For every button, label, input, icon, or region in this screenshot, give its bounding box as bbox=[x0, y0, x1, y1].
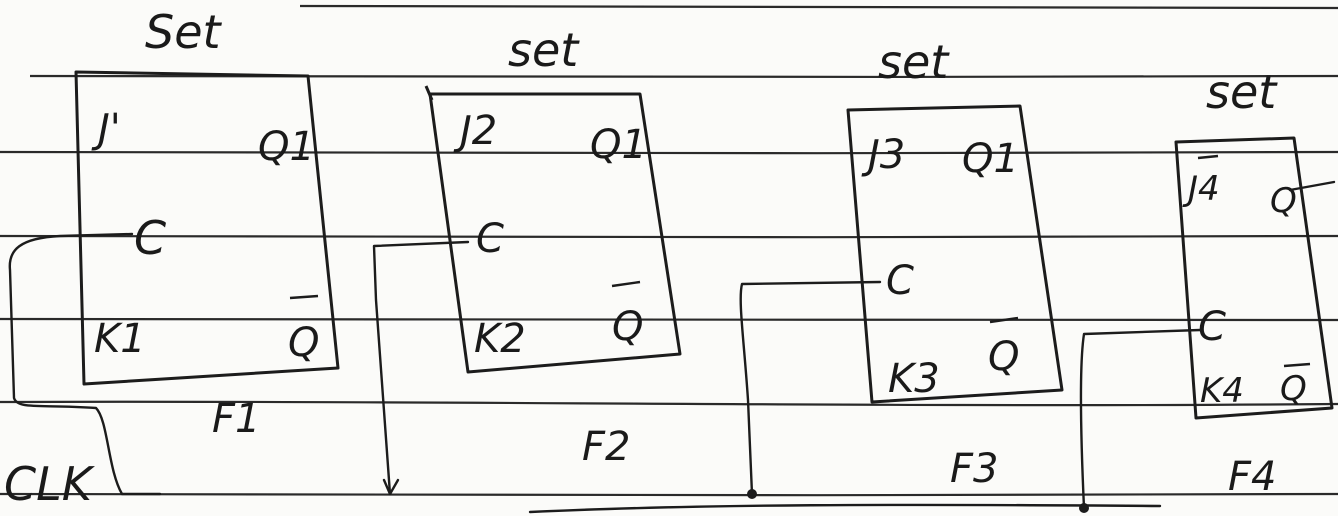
ruled-lines bbox=[0, 4, 1338, 497]
ff4-q-label: Q bbox=[1270, 181, 1297, 221]
ff2-qbar-label: Q bbox=[612, 304, 643, 350]
ff3-q-label: Q1 bbox=[962, 136, 1019, 182]
ruled-line bbox=[0, 317, 1338, 322]
ff4-j-label: J4 bbox=[1182, 169, 1220, 209]
bottom-bus-wire bbox=[528, 503, 1162, 514]
ff4-j-overline bbox=[1197, 154, 1219, 160]
ff3-qbar-overline bbox=[989, 316, 1019, 324]
ruled-line bbox=[299, 4, 1338, 10]
ff3-name-label: F3 bbox=[950, 446, 998, 492]
ff3-set-label: set bbox=[878, 35, 950, 89]
ff4-k-label: K4 bbox=[1200, 371, 1244, 411]
ff2-clock-wire bbox=[372, 240, 470, 496]
clk-to-ff1-wire bbox=[8, 232, 162, 496]
flipflop-4: set J4 Q C K4 Q F4 bbox=[1174, 65, 1336, 500]
ff2-set-label: set bbox=[508, 23, 580, 77]
ff2-name-label: F2 bbox=[582, 424, 630, 470]
flipflop-3: set J3 Q1 C K3 Q F3 bbox=[846, 35, 1064, 492]
ff3-j-label: J3 bbox=[861, 132, 905, 178]
ff2-c-label: C bbox=[476, 216, 504, 262]
ff4-qbar-label: Q bbox=[1280, 369, 1307, 409]
ff1-box bbox=[74, 70, 340, 386]
ff2-corner-tick bbox=[424, 85, 434, 101]
ff1-k-label: K1 bbox=[94, 316, 146, 362]
ff2-clock-arrow-icon bbox=[382, 478, 400, 496]
ruled-line bbox=[0, 492, 1338, 497]
ff3-box bbox=[846, 104, 1064, 404]
ff1-j-label: J' bbox=[91, 106, 121, 152]
ff3-clock-wire bbox=[739, 280, 882, 496]
ff2-k-label: K2 bbox=[474, 316, 526, 362]
ff4-clock-wire bbox=[1079, 328, 1202, 510]
ruled-line bbox=[0, 150, 1338, 155]
ff3-qbar-label: Q bbox=[988, 334, 1019, 380]
ff1-c-label: C bbox=[134, 211, 166, 265]
ff4-name-label: F4 bbox=[1228, 454, 1276, 500]
clock-wiring bbox=[8, 232, 1202, 514]
ff1-name-label: F1 bbox=[212, 396, 260, 442]
ff2-j-label: J2 bbox=[453, 108, 497, 154]
ff4-q-output-wire bbox=[1288, 180, 1336, 192]
ff4-box bbox=[1174, 136, 1334, 420]
ff4-set-label: set bbox=[1206, 65, 1278, 119]
ff3-c-label: C bbox=[886, 258, 914, 304]
ff1-qbar-label: Q bbox=[288, 320, 319, 366]
ff1-qbar-overline bbox=[289, 294, 319, 300]
ruled-line bbox=[0, 234, 1338, 239]
ff3-k-label: K3 bbox=[888, 356, 940, 402]
ff1-set-label: Set bbox=[145, 5, 223, 59]
flipflop-1: Set J' Q1 C K1 Q F1 bbox=[74, 5, 340, 442]
ff1-q-label: Q1 bbox=[258, 124, 315, 170]
ff2-box bbox=[428, 92, 682, 374]
flipflop-2: set J2 Q1 C K2 Q F2 bbox=[424, 23, 682, 470]
ff4-qbar-overline bbox=[1283, 362, 1311, 368]
ff4-c-label: C bbox=[1198, 304, 1226, 350]
ff3-junction-dot bbox=[747, 489, 757, 499]
ff2-q-label: Q1 bbox=[590, 122, 647, 168]
ruled-line bbox=[0, 400, 1338, 407]
clock-label: CLK bbox=[4, 457, 96, 511]
ff2-qbar-overline bbox=[611, 280, 641, 288]
